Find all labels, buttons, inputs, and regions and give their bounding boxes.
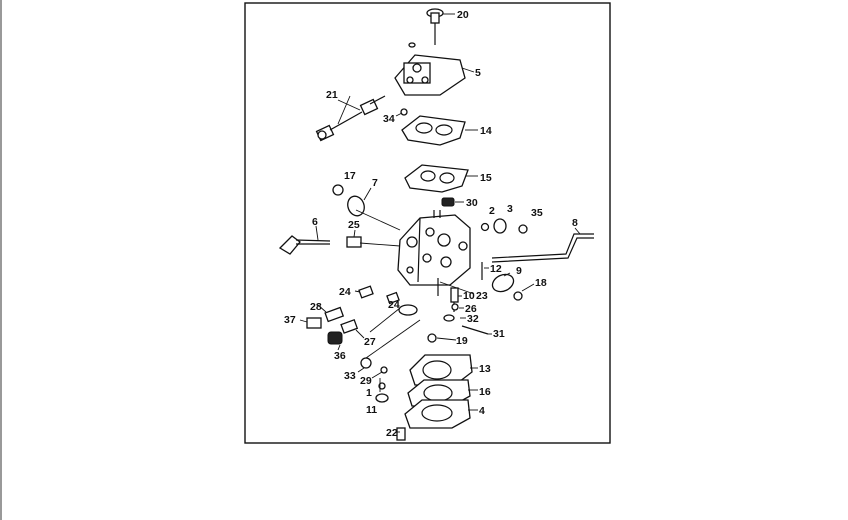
part-2-3-35-pins bbox=[480, 218, 528, 234]
label-7: 7 bbox=[372, 177, 378, 189]
part-24-springs bbox=[358, 285, 418, 316]
label-22: 22 bbox=[386, 427, 398, 439]
label-17: 17 bbox=[344, 170, 356, 182]
label-24-upper: 24 bbox=[339, 286, 351, 298]
label-25: 25 bbox=[348, 219, 360, 231]
part-34-washer bbox=[400, 108, 408, 116]
label-12: 12 bbox=[490, 263, 502, 275]
label-27: 27 bbox=[364, 336, 376, 348]
label-36: 36 bbox=[334, 350, 346, 362]
label-18: 18 bbox=[535, 277, 547, 289]
leader-lines bbox=[299, 13, 581, 433]
part-4-cover bbox=[404, 399, 471, 429]
part-number-labels: 20 5 21 34 14 15 17 7 30 2 3 35 6 25 8 1… bbox=[284, 9, 578, 439]
label-34: 34 bbox=[383, 113, 395, 125]
part-14-gasket bbox=[401, 115, 466, 146]
label-14: 14 bbox=[480, 125, 492, 137]
part-17-screw bbox=[332, 184, 344, 196]
part-19-screw bbox=[427, 333, 437, 343]
label-5: 5 bbox=[475, 67, 481, 79]
part-13-gasket bbox=[409, 354, 473, 386]
label-30: 30 bbox=[466, 197, 478, 209]
part-7-plate bbox=[347, 195, 365, 217]
label-20: 20 bbox=[457, 9, 469, 21]
part-8-choke-lever bbox=[491, 233, 594, 263]
label-21: 21 bbox=[326, 89, 338, 101]
label-3: 3 bbox=[507, 203, 513, 215]
label-37: 37 bbox=[284, 314, 296, 326]
label-2: 2 bbox=[489, 205, 495, 217]
diagram-frame bbox=[244, 2, 611, 444]
part-6-lever bbox=[278, 235, 331, 255]
label-13: 13 bbox=[479, 363, 491, 375]
part-32-31 bbox=[443, 314, 489, 335]
part-5-cover bbox=[394, 42, 466, 96]
label-24-lower: 24 bbox=[388, 299, 400, 311]
part-23-10-26 bbox=[437, 278, 459, 312]
label-23: 23 bbox=[476, 290, 488, 302]
label-9: 9 bbox=[516, 265, 522, 277]
label-15: 15 bbox=[480, 172, 492, 184]
part-21-adjusting-screws bbox=[315, 95, 386, 142]
part-22-screw bbox=[396, 427, 406, 441]
label-19: 19 bbox=[456, 335, 468, 347]
label-1: 1 bbox=[366, 387, 372, 399]
carburetor-body bbox=[397, 210, 471, 286]
label-10: 10 bbox=[463, 290, 475, 302]
label-35: 35 bbox=[531, 207, 543, 219]
label-28: 28 bbox=[310, 301, 322, 313]
part-15-diaphragm bbox=[404, 164, 469, 193]
label-6: 6 bbox=[312, 216, 318, 228]
label-11: 11 bbox=[366, 404, 377, 416]
part-12-9-18 bbox=[481, 262, 523, 301]
label-33: 33 bbox=[344, 370, 356, 382]
label-8: 8 bbox=[572, 217, 578, 229]
label-29: 29 bbox=[360, 375, 372, 387]
part-28-37-27-36 bbox=[306, 306, 359, 345]
part-20-screw bbox=[426, 8, 444, 45]
part-25-bushing bbox=[346, 236, 362, 248]
label-32: 32 bbox=[467, 313, 479, 325]
label-31: 31 bbox=[493, 328, 505, 340]
label-16: 16 bbox=[479, 386, 491, 398]
label-4: 4 bbox=[479, 405, 485, 417]
part-30-spring bbox=[441, 197, 455, 207]
label-26: 26 bbox=[465, 303, 477, 315]
